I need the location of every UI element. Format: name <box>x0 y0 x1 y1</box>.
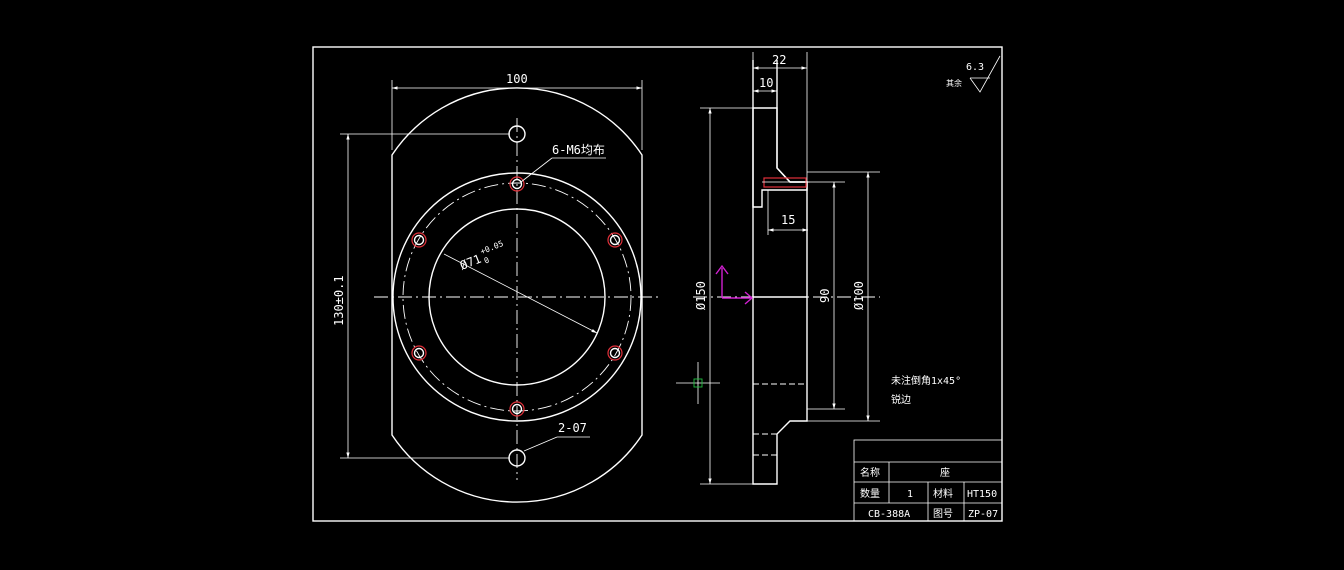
note-chamfer: 未注倒角1x45° <box>891 374 961 387</box>
svg-text:0: 0 <box>483 255 491 265</box>
section-hatch <box>752 107 808 208</box>
tb-material-value: HT150 <box>967 489 997 500</box>
note-sharp: 锐边 <box>891 393 911 406</box>
roughness-label: 其余 <box>946 78 962 88</box>
tapped-holes <box>411 176 623 417</box>
dim-10: 10 <box>759 76 773 90</box>
tb-qty-label: 数量 <box>860 487 880 500</box>
title-block: 名称 座 数量 1 材料 HT150 CB-388A 图号 ZP-07 <box>853 439 1003 522</box>
dim-150: Ø150 <box>694 281 708 310</box>
tb-name-value: 座 <box>940 466 950 479</box>
tb-name-label: 名称 <box>860 466 880 479</box>
front-view: 100 130±0.1 6-M6均布 Ø71 +0.05 0 2-07 <box>332 72 662 503</box>
dim-100-dia: Ø100 <box>852 281 866 310</box>
side-view: 22 10 15 Ø150 90 Ø100 <box>693 52 880 485</box>
crosshair-cursor <box>676 362 720 404</box>
plate-outline <box>391 87 643 503</box>
dim-bore: Ø71 <box>458 252 483 273</box>
dim-130: 130±0.1 <box>332 275 346 326</box>
section-outline <box>752 60 808 485</box>
roughness-value: 6.3 <box>966 62 984 73</box>
ucs-icon <box>715 264 754 305</box>
dim-90: 90 <box>818 289 832 303</box>
drawing-border <box>312 46 1003 522</box>
dim-15: 15 <box>781 213 795 227</box>
tb-drawing-code: CB-388A <box>868 509 910 520</box>
dim-100: 100 <box>506 72 528 86</box>
tb-drawing-no-label: 图号 <box>933 508 953 520</box>
label-slots: 2-07 <box>558 421 587 435</box>
label-holes: 6-M6均布 <box>552 143 605 157</box>
svg-text:+0.05: +0.05 <box>479 239 505 256</box>
tb-material-label: 材料 <box>933 487 953 500</box>
tb-qty-value: 1 <box>907 489 913 500</box>
roughness-symbol: 6.3 其余 <box>946 55 1001 93</box>
tb-drawing-no-value: ZP-07 <box>968 509 998 520</box>
dim-22: 22 <box>772 53 786 67</box>
